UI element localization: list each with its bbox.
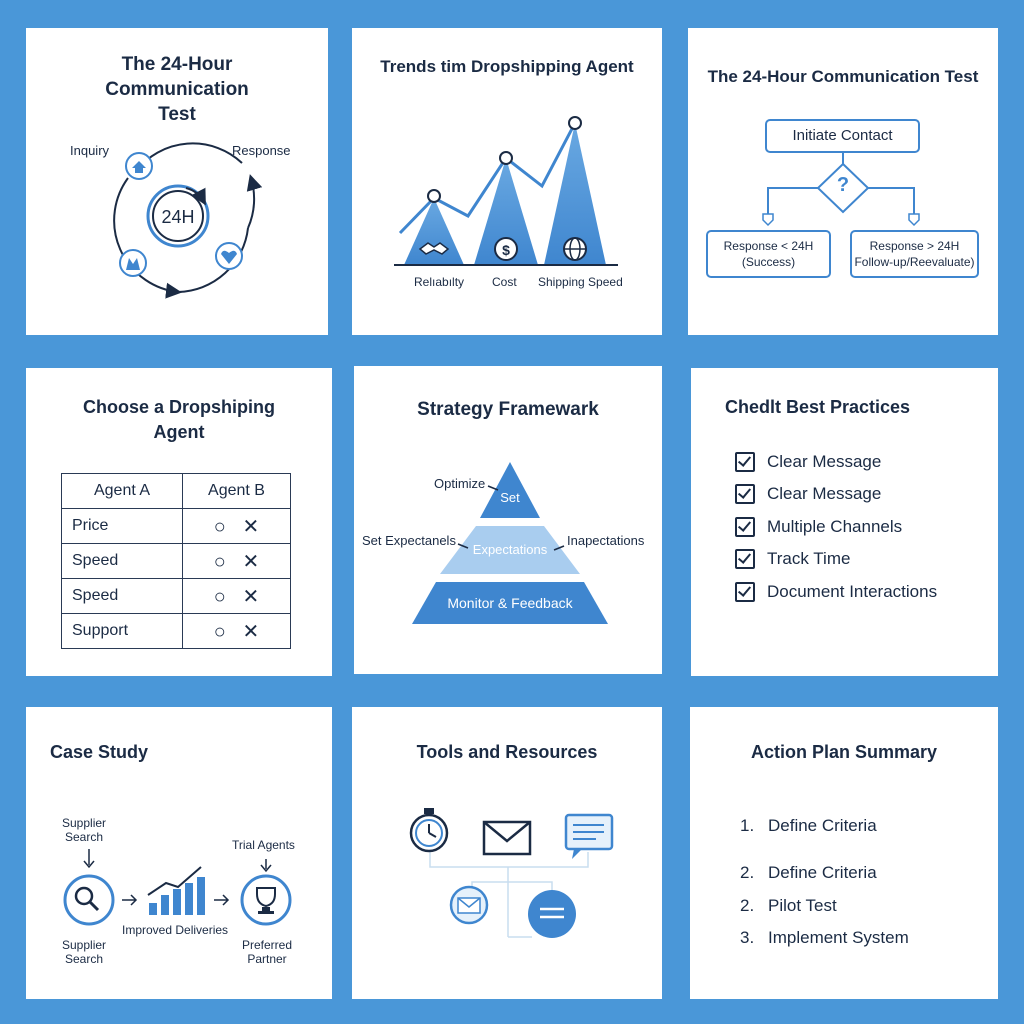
- optimize-label: Optimize: [434, 476, 486, 491]
- panel-trends: Trends tim Dropshipping Agent $ Relıabıl…: [352, 28, 662, 335]
- panel-action-plan: Action Plan Summary 1.Define Criteria 2.…: [690, 707, 998, 999]
- globe-icon: [563, 237, 587, 261]
- table-header: Agent A Agent B: [61, 473, 291, 509]
- checklist-item[interactable]: Clear Message: [735, 484, 881, 504]
- cycle-diagram: 24H: [113, 142, 263, 299]
- panel-checklist: Chedlt Best Practices Clear Message Clea…: [691, 368, 998, 676]
- panel-case-study: Case Study Supplier Search Trial Agents …: [26, 707, 332, 999]
- table-row: Speed ○ ✕: [61, 543, 291, 579]
- panel-compare: Choose a Dropshiping Agent Agent A Agent…: [26, 368, 332, 676]
- panel-title: The 24-Hour Communication Test: [707, 67, 979, 86]
- heart-icon: [215, 242, 243, 270]
- checklist-item[interactable]: Multiple Channels: [735, 517, 902, 537]
- action-step: 2.Define Criteria: [740, 863, 877, 882]
- row-marks: ○ ✕: [182, 578, 291, 614]
- decision-label: ?: [836, 174, 850, 196]
- comparison-table: Agent A Agent B Price ○ ✕ Speed ○ ✕ Spee…: [61, 473, 291, 649]
- action-step: 2.Pilot Test: [740, 896, 837, 915]
- preferred-partner-label: Preferred Partner: [242, 938, 293, 966]
- improved-deliveries-label: Improved Deliveries: [122, 923, 229, 937]
- pyramid-top-label: Set: [500, 490, 520, 505]
- pyramid-diagram: [412, 462, 608, 624]
- trial-agents-label: Trial Agents: [232, 838, 295, 852]
- case-flow: [63, 849, 292, 926]
- set-expectations-label: Set Expectanels: [362, 533, 456, 548]
- checkbox-icon[interactable]: [735, 484, 755, 504]
- handshake-icon: [418, 242, 450, 255]
- supplier-search-top: Supplier Search: [62, 816, 107, 844]
- trend-label: Cost: [492, 275, 517, 289]
- row-label: Price: [61, 508, 183, 544]
- dollar-icon: $: [494, 237, 518, 261]
- action-step: 1.Define Criteria: [740, 816, 877, 835]
- trend-label: Relıabılty: [414, 275, 465, 289]
- action-step: 3.Implement System: [740, 928, 909, 947]
- panel-tools: Tools and Resources: [352, 707, 662, 999]
- row-marks: ○ ✕: [182, 613, 291, 649]
- row-marks: ○ ✕: [182, 543, 291, 579]
- success-line2: (Success): [741, 255, 796, 269]
- chat-icon: [564, 813, 614, 859]
- panel-strategy: Strategy Framewark Optimize Set Expectan…: [354, 366, 662, 674]
- panel-title: Case Study: [50, 742, 149, 762]
- row-label: Speed: [61, 578, 183, 614]
- envelope-icon: [482, 820, 532, 856]
- row-label: Speed: [61, 543, 183, 579]
- team-icon: [119, 249, 147, 277]
- center-24h-label: 24H: [161, 207, 194, 227]
- chat-icon: [528, 890, 576, 938]
- panel-title: Strategy Framewark: [417, 399, 599, 420]
- table-row: Price ○ ✕: [61, 508, 291, 544]
- followup-line1: Response > 24H: [869, 239, 960, 253]
- stopwatch-icon: [409, 808, 449, 853]
- upload-icon: [125, 152, 153, 180]
- bar-chart-icon: [147, 866, 205, 915]
- flowchart-diagram: [706, 119, 979, 278]
- column-header: Agent A: [61, 473, 183, 509]
- table-row: Support ○ ✕: [61, 613, 291, 649]
- search-icon: [63, 874, 115, 926]
- pyramid-bottom-label: Monitor & Feedback: [447, 595, 573, 611]
- checkbox-icon[interactable]: [735, 452, 755, 472]
- checklist-item[interactable]: Track Time: [735, 549, 850, 569]
- table-row: Speed ○ ✕: [61, 578, 291, 614]
- row-label: Support: [61, 613, 183, 649]
- tools-diagram: [409, 808, 614, 938]
- initiate-contact-label[interactable]: Initiate Contact: [792, 127, 893, 144]
- envelope-icon: [449, 885, 489, 925]
- svg-text:$: $: [502, 242, 510, 258]
- panel-title: Action Plan Summary: [750, 742, 938, 762]
- panel-title: Tools and Resources: [416, 742, 598, 762]
- checkbox-icon[interactable]: [735, 582, 755, 602]
- trend-label: Shipping Speed: [538, 275, 623, 289]
- panel-title: Choose a Dropshiping Agent: [82, 397, 275, 442]
- panel-title: Trends tim Dropshipping Agent: [380, 57, 634, 76]
- supplier-search-bottom: Supplier Search: [62, 938, 107, 966]
- checklist-item[interactable]: Clear Message: [735, 452, 881, 472]
- column-header: Agent B: [182, 473, 291, 509]
- trophy-icon: [240, 874, 292, 926]
- panel-24h-cycle: The 24-Hour Communication Test Inquiry R…: [26, 28, 328, 335]
- row-marks: ○ ✕: [182, 508, 291, 544]
- response-label: Response: [232, 143, 291, 158]
- panel-title: Chedlt Best Practices: [725, 397, 911, 417]
- pyramid-middle-label: Expectations: [472, 542, 548, 557]
- checkbox-icon[interactable]: [735, 517, 755, 537]
- panel-flowchart: The 24-Hour Communication Test Initiate …: [688, 28, 998, 335]
- inspections-label: Inapectations: [567, 533, 645, 548]
- checkbox-icon[interactable]: [735, 549, 755, 569]
- panel-title: The 24-Hour Communication Test: [105, 54, 249, 125]
- inquiry-label: Inquiry: [70, 143, 110, 158]
- followup-line2: Follow-up/Reevaluate): [854, 255, 975, 269]
- trend-chart: $: [394, 116, 618, 266]
- checklist-item[interactable]: Document Interactions: [735, 582, 937, 602]
- success-line1: Response < 24H: [723, 239, 814, 253]
